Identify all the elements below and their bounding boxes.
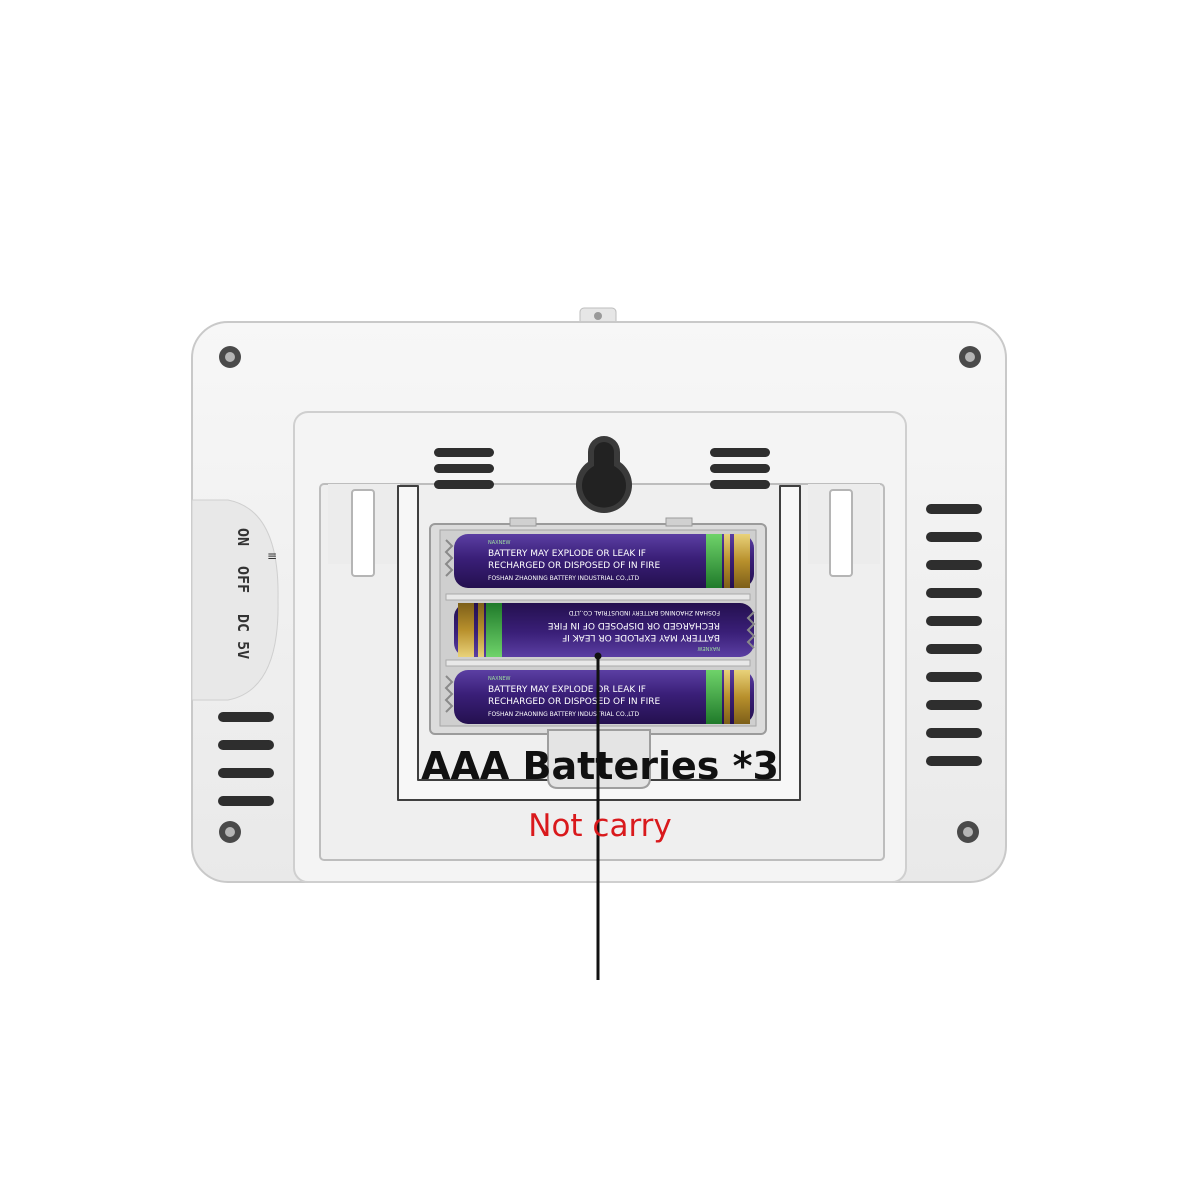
- battery-1: BATTERY MAY EXPLODE OR LEAK IF RECHARGED…: [454, 534, 754, 588]
- battery-brand-text: NAXNEW: [488, 540, 510, 546]
- battery-warning-text: RECHARGED OR DISPOSED OF IN FIRE: [547, 620, 720, 630]
- stand-frame: [397, 485, 801, 801]
- vent-slot: [926, 588, 982, 598]
- vent-slot: [926, 504, 982, 514]
- switch-label-off: OFF: [234, 566, 252, 593]
- battery-maker-text: FOSHAN ZHAONING BATTERY INDUSTRIAL CO.,L…: [488, 711, 639, 718]
- battery-brand-text: NAXNEW: [698, 645, 720, 651]
- battery-2: BATTERY MAY EXPLODE OR LEAK IF RECHARGED…: [454, 603, 754, 657]
- battery-warning-text: BATTERY MAY EXPLODE OR LEAK IF: [488, 549, 646, 559]
- battery-warning-text: BATTERY MAY EXPLODE OR LEAK IF: [562, 632, 720, 642]
- vent-slot: [926, 560, 982, 570]
- switch-panel: ON OFF DC 5V ≡: [191, 499, 279, 701]
- vent-slot: [926, 756, 982, 766]
- vent-slot: [926, 672, 982, 682]
- vent-slot: [926, 644, 982, 654]
- switch-label-on: ON: [234, 528, 252, 546]
- screw-icon: [959, 346, 981, 368]
- battery-caption-title: AAA Batteries *3: [421, 744, 779, 788]
- switch-label-dc5v: DC 5V: [234, 614, 252, 659]
- vent-slot: [926, 532, 982, 542]
- battery-brand-text: NAXNEW: [488, 676, 510, 682]
- vent-grille-left: [218, 712, 274, 806]
- vent-grille-top-right: [710, 448, 770, 489]
- battery-maker-text: FOSHAN ZHAONING BATTERY INDUSTRIAL CO.,L…: [569, 609, 720, 616]
- battery-caption-subtitle: Not carry: [528, 808, 672, 844]
- screw-icon: [219, 821, 241, 843]
- battery-3: BATTERY MAY EXPLODE OR LEAK IF RECHARGED…: [454, 670, 754, 724]
- switch-marker-icon: ≡: [267, 549, 277, 563]
- screw-icon: [219, 346, 241, 368]
- vent-grille-right: [926, 504, 982, 766]
- vent-slot: [926, 700, 982, 710]
- battery-warning-text: BATTERY MAY EXPLODE OR LEAK IF: [488, 685, 646, 695]
- battery-warning-text: RECHARGED OR DISPOSED OF IN FIRE: [488, 561, 661, 571]
- keyhole-hanger: [576, 436, 633, 513]
- vent-slot: [926, 728, 982, 738]
- vent-slot: [926, 616, 982, 626]
- stand-slot-right: [808, 484, 880, 577]
- screw-icon: [957, 821, 979, 843]
- battery-maker-text: FOSHAN ZHAONING BATTERY INDUSTRIAL CO.,L…: [488, 575, 639, 582]
- callout-dot: [594, 652, 602, 660]
- vent-grille-top-left: [434, 448, 494, 489]
- stand-slot-left: [328, 484, 400, 577]
- battery-contacts: [444, 539, 756, 713]
- battery-warning-text: RECHARGED OR DISPOSED OF IN FIRE: [488, 697, 661, 707]
